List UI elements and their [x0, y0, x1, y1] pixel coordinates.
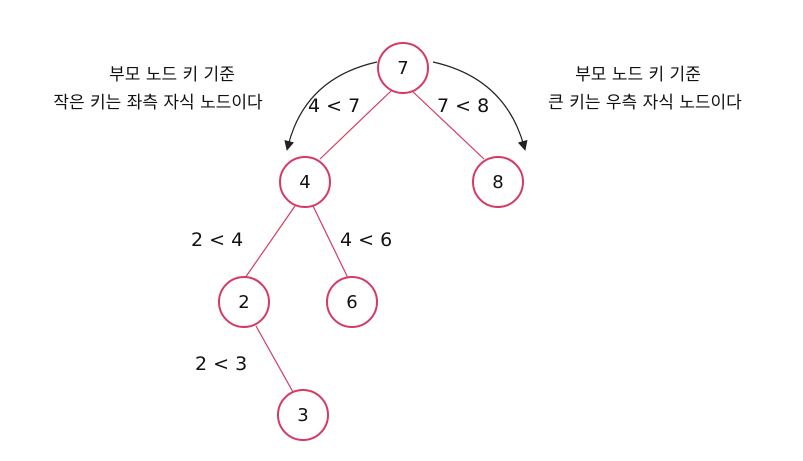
- left-child-arrow: [284, 61, 378, 151]
- tree-node: 3: [277, 389, 329, 441]
- comparison-label-root-left: 4 < 7: [308, 95, 360, 117]
- node-circle: [377, 42, 429, 94]
- direction-arrows: [284, 61, 528, 151]
- comparison-label-two-right: 2 < 3: [195, 353, 247, 375]
- node-label: 3: [297, 405, 308, 426]
- right-rule-annotation: 부모 노드 키 기준 큰 키는 우측 자식 노드이다: [548, 65, 742, 113]
- comparison-labels: 4 < 7 7 < 8 2 < 4 4 < 6 2 < 3: [191, 95, 489, 375]
- comparison-label-four-right: 4 < 6: [340, 229, 392, 251]
- right-rule-line-1: 부모 노드 키 기준: [575, 65, 701, 85]
- tree-edges: [244, 89, 485, 393]
- node-label: 8: [492, 172, 503, 193]
- node-circle: [279, 156, 331, 208]
- node-circle: [326, 276, 378, 328]
- right-rule-line-2: 큰 키는 우측 자식 노드이다: [548, 93, 742, 113]
- node-circle: [277, 389, 329, 441]
- edge-4-6: [312, 205, 349, 279]
- tree-nodes: 7 4 8 2 6 3: [218, 42, 524, 441]
- node-circle: [472, 156, 524, 208]
- left-rule-line-1: 부모 노드 키 기준: [109, 65, 235, 85]
- node-circle: [218, 276, 270, 328]
- node-label: 6: [346, 292, 357, 313]
- edge-4-2: [244, 205, 296, 279]
- node-label: 7: [397, 58, 408, 79]
- tree-node: 8: [472, 156, 524, 208]
- right-child-arrow: [432, 61, 528, 151]
- tree-node: 4: [279, 156, 331, 208]
- node-label: 4: [299, 172, 310, 193]
- edge-2-3: [255, 325, 294, 393]
- tree-node: 2: [218, 276, 270, 328]
- edge-7-4: [319, 89, 393, 160]
- edge-7-8: [410, 89, 485, 160]
- node-label: 2: [238, 292, 249, 313]
- tree-node: 6: [326, 276, 378, 328]
- tree-node: 7: [377, 42, 429, 94]
- left-rule-annotation: 부모 노드 키 기준 작은 키는 좌측 자식 노드이다: [53, 65, 263, 113]
- comparison-label-four-left: 2 < 4: [191, 229, 243, 251]
- comparison-label-root-right: 7 < 8: [437, 95, 489, 117]
- left-rule-line-2: 작은 키는 좌측 자식 노드이다: [53, 93, 263, 113]
